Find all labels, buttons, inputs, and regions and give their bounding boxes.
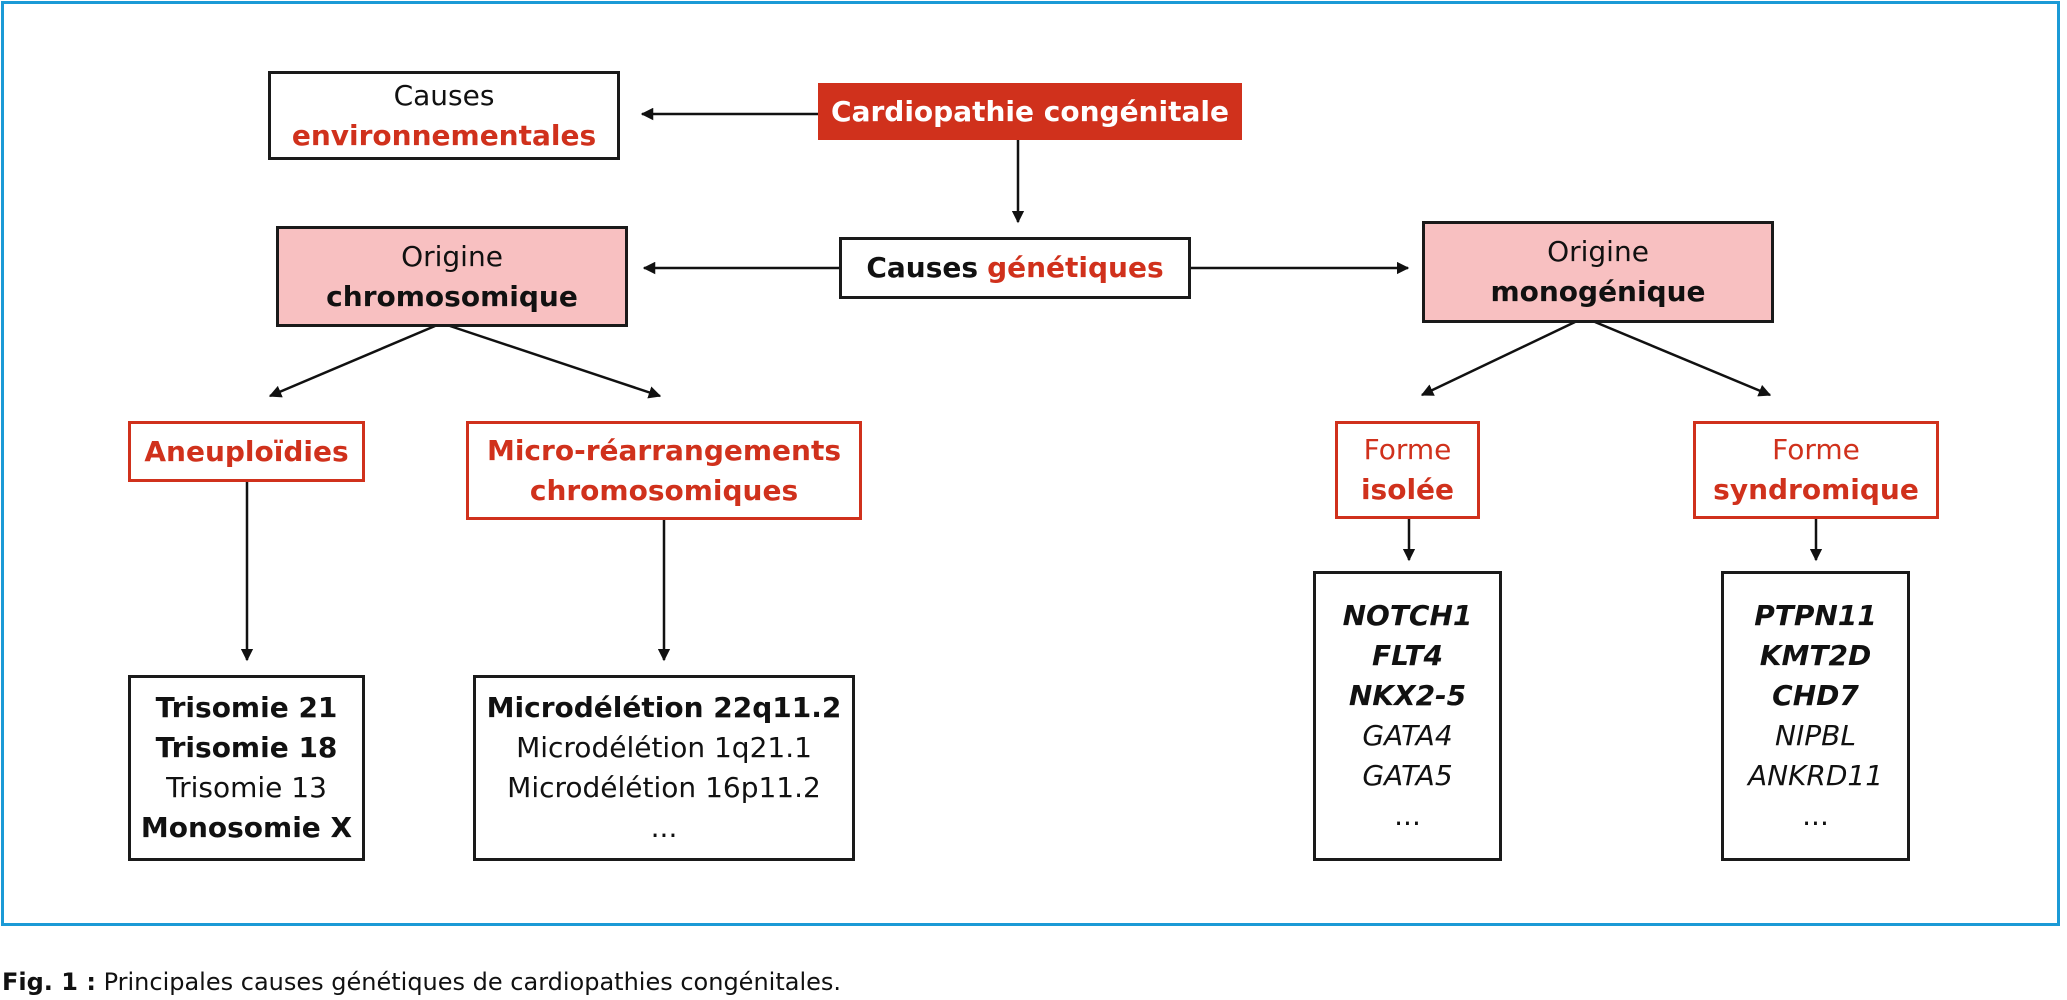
syndromic-line2: syndromique: [1713, 473, 1919, 506]
arrow-chromosomal-to-aneuploidies: [268, 324, 436, 398]
list-item: CHD7: [1772, 679, 1859, 712]
genetic-part1: Causes: [866, 251, 979, 284]
list-item: GATA4: [1362, 719, 1453, 752]
caption-label: Fig. 1 :: [2, 968, 96, 996]
list-item: NOTCH1: [1342, 599, 1473, 632]
list-item: NKX2-5: [1348, 679, 1467, 712]
microrearrangements-line2: chromosomiques: [529, 473, 799, 507]
arrow-chromosomal-to-microrearrangements: [449, 324, 662, 399]
list-item: ...: [1802, 799, 1829, 832]
microrearrangements-line1: Micro-réarrangements: [486, 433, 842, 467]
caption-text: Principales causes génétiques de cardiop…: [103, 968, 842, 996]
list-item: Monosomie X: [140, 811, 353, 844]
environmental-line1: Causes: [393, 78, 495, 112]
cardiopathie-root-box: Cardiopathie congénitale: [818, 83, 1242, 140]
arrow-monogenic-to-syndromic: [1594, 320, 1772, 397]
genetic-causes-box: Causes génétiques: [839, 237, 1191, 299]
isolated-line2: isolée: [1360, 473, 1455, 506]
environmental-causes-box: Causes environnementales: [268, 71, 620, 160]
aneuploidies-label: Aneuploïdies: [144, 434, 349, 468]
list-item: NIPBL: [1775, 719, 1856, 752]
syndromic-genes-list-box: PTPN11 KMT2D CHD7 NIPBL ANKRD11 ...: [1721, 571, 1910, 861]
chromosomal-line1: Origine: [401, 239, 503, 273]
list-item: Microdélétion 16p11.2: [507, 771, 821, 804]
isolated-genes-list-box: NOTCH1 FLT4 NKX2-5 GATA4 GATA5 ...: [1313, 571, 1502, 861]
list-item: ...: [1394, 799, 1421, 832]
list-item: Microdélétion 22q11.2: [486, 691, 842, 724]
list-item: Trisomie 21: [155, 691, 338, 724]
list-item: KMT2D: [1759, 639, 1872, 672]
syndromic-line1: Forme: [1772, 433, 1860, 466]
monogenic-line2: monogénique: [1490, 275, 1706, 308]
list-item: Trisomie 13: [166, 771, 327, 804]
list-item: ANKRD11: [1747, 759, 1884, 792]
list-item: ...: [650, 811, 678, 844]
list-item: PTPN11: [1754, 599, 1877, 632]
list-item: Microdélétion 1q21.1: [516, 731, 812, 764]
microrearrangements-box: Micro-réarrangements chromosomiques: [466, 421, 862, 520]
syndromic-form-box: Forme syndromique: [1693, 421, 1939, 519]
aneuploidies-list-box: Trisomie 21 Trisomie 18 Trisomie 13 Mono…: [128, 675, 365, 861]
aneuploidies-box: Aneuploïdies: [128, 421, 365, 482]
environmental-line2: environnementales: [291, 118, 597, 152]
chromosomal-line2: chromosomique: [326, 279, 578, 313]
isolated-line1: Forme: [1363, 433, 1452, 466]
figure-caption: Fig. 1 : Principales causes génétiques d…: [2, 968, 841, 996]
isolated-form-box: Forme isolée: [1335, 421, 1480, 519]
genetic-part2: génétiques: [987, 251, 1164, 284]
arrow-monogenic-to-isolated: [1420, 320, 1576, 397]
list-item: Trisomie 18: [155, 731, 338, 764]
list-item: GATA5: [1362, 759, 1453, 792]
figure-frame: [1, 1, 2060, 926]
microrearrangements-list-box: Microdélétion 22q11.2 Microdélétion 1q21…: [473, 675, 855, 861]
monogenic-origin-box: Origine monogénique: [1422, 221, 1774, 323]
list-item: FLT4: [1372, 639, 1443, 672]
monogenic-line1: Origine: [1547, 235, 1649, 268]
root-label: Cardiopathie congénitale: [831, 94, 1229, 128]
chromosomal-origin-box: Origine chromosomique: [276, 226, 628, 327]
